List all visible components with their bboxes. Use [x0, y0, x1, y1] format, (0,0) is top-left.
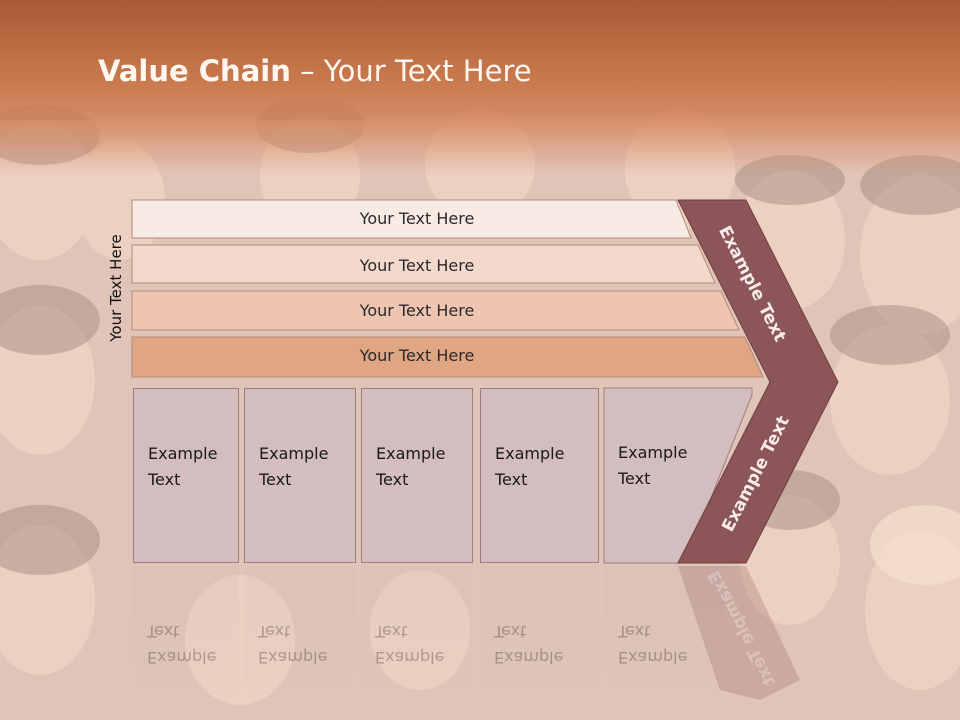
column-2-line2: Text [259, 470, 292, 489]
title-rest: – Your Text Here [290, 54, 532, 88]
row-shape [131, 199, 692, 239]
column-4-line1: Example [495, 444, 565, 463]
row-shape [131, 290, 740, 331]
column-3-line2: Text [376, 470, 409, 489]
column-5-line2: Text [618, 469, 651, 488]
row-2-label: Your Text Here [359, 256, 475, 275]
header-band [0, 0, 960, 175]
chevron-shape [677, 199, 839, 564]
row-3-label: Your Text Here [359, 301, 475, 320]
row-1-label: Your Text Here [359, 209, 475, 228]
column-2-line1: Example [259, 444, 329, 463]
column-1-line1: Example [148, 444, 218, 463]
column-3-line1: Example [376, 444, 446, 463]
column-5-shape [603, 387, 753, 564]
column-1-line2: Text [148, 470, 181, 489]
row-shape [131, 336, 764, 378]
slide-title: Value Chain – Your Text Here [98, 54, 532, 88]
row-shape [131, 244, 716, 284]
column-5-line1: Example [618, 443, 688, 462]
column-4-line2: Text [495, 470, 528, 489]
chevron-reflection [678, 566, 800, 700]
title-bold: Value Chain [98, 54, 291, 88]
row-4-label: Your Text Here [359, 346, 475, 365]
